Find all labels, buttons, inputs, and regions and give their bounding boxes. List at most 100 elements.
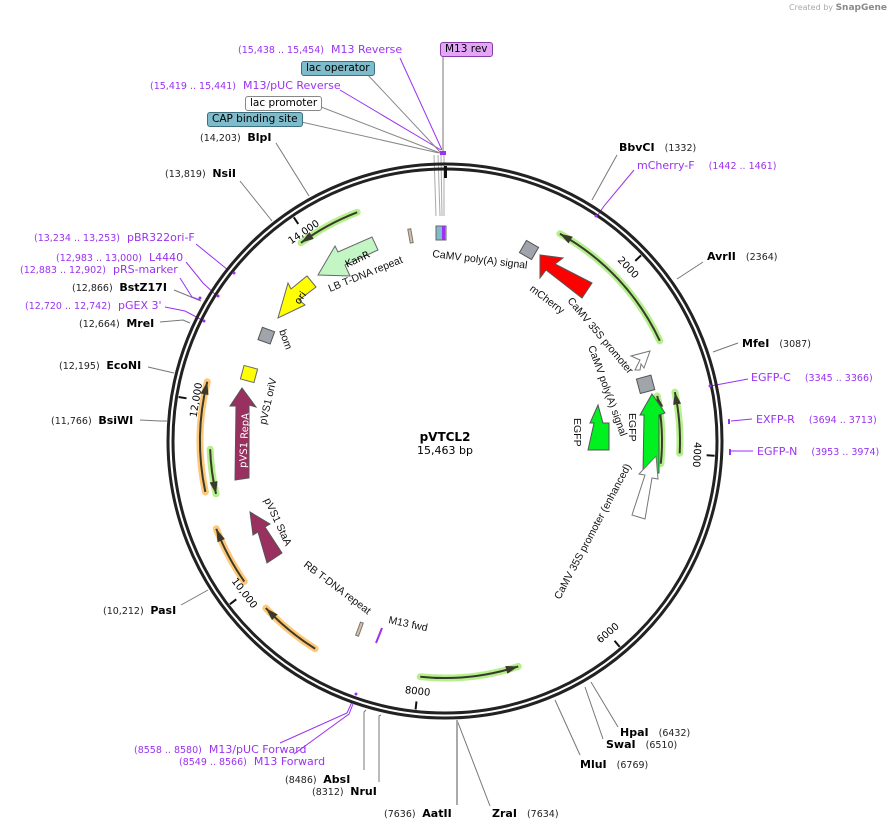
tick-mark xyxy=(292,216,300,225)
enzyme-aatii[interactable]: (7636) AatII xyxy=(384,808,452,821)
p35s-enhanced-arrow xyxy=(631,454,659,520)
m13-rev-region-mark xyxy=(442,226,445,240)
enzyme-name: MfeI xyxy=(742,337,770,350)
primer-range: (12,983 .. 13,000) xyxy=(56,253,142,264)
enzyme-name: EcoNI xyxy=(106,359,142,372)
enzyme-bstz17i[interactable]: (12,866) BstZ17I xyxy=(72,282,167,295)
repa-arrow xyxy=(229,387,258,481)
leader-swai xyxy=(584,686,604,740)
enzyme-avrii[interactable]: AvrII (2364) xyxy=(707,251,778,264)
tick-mark xyxy=(634,254,642,262)
egfp-inner-arrow xyxy=(587,403,610,451)
enzyme-mfei[interactable]: MfeI (3087) xyxy=(742,338,811,351)
feature-cap-binding-site[interactable]: CAP binding site xyxy=(207,112,303,127)
primer-range: (1442 .. 1461) xyxy=(708,161,777,172)
primer-mcherry-f[interactable]: mCherry-F (1442 .. 1461) xyxy=(637,160,776,173)
primer-name: M13 Reverse xyxy=(330,43,403,56)
watermark-created-by: Created by xyxy=(789,3,834,12)
enzyme-nrui[interactable]: (8312) NruI xyxy=(312,786,377,799)
primer-range: (13,234 .. 13,253) xyxy=(34,233,120,244)
staa-arrow xyxy=(249,511,283,564)
leader-lac-operator xyxy=(366,73,442,154)
leader-pasi xyxy=(180,589,209,606)
polya-right-box xyxy=(635,374,656,395)
lb-repeat-mark xyxy=(407,228,414,244)
leader-m13-reverse xyxy=(399,57,443,151)
orf-arc xyxy=(559,232,661,342)
p35s-enhanced-label: CaMV 35S promoter (enhanced) xyxy=(552,462,634,602)
primer-prs-marker[interactable]: (12,883 .. 12,902) pRS-marker xyxy=(20,264,178,277)
primer-name: pGEX 3' xyxy=(117,299,162,312)
enzyme-name: ZraI xyxy=(492,807,517,820)
primer-range: (12,883 .. 12,902) xyxy=(20,265,106,276)
leader-avrii xyxy=(676,261,704,280)
feature-lac-operator[interactable]: lac operator xyxy=(301,61,375,76)
leader-exfp-r xyxy=(730,418,753,422)
egfp-outer-label: EGFP xyxy=(626,413,638,442)
enzyme-name: HpaI xyxy=(620,726,649,739)
enzyme-pos: (1332) xyxy=(664,143,697,154)
plasmid-size: 15,463 bp xyxy=(417,444,473,457)
feature-lac-promoter[interactable]: lac promoter xyxy=(245,96,323,111)
primer-pbr322ori-f[interactable]: (13,234 .. 13,253) pBR322ori-F xyxy=(34,232,195,245)
tick-label: 6000 xyxy=(595,621,622,646)
primer-mark xyxy=(708,384,712,388)
primer-range: (8549 .. 8566) xyxy=(179,757,247,768)
leader-econi xyxy=(147,366,175,374)
backbone-outer xyxy=(166,162,724,720)
tick-label: 4000 xyxy=(690,442,702,468)
enzyme-blpi[interactable]: (14,203) BlpI xyxy=(200,132,271,145)
primer-l4440[interactable]: (12,983 .. 13,000) L4440 xyxy=(56,252,183,265)
primer-range: (15,419 .. 15,441) xyxy=(150,81,236,92)
primer-mark xyxy=(728,419,730,424)
primer-m13-reverse[interactable]: (15,438 .. 15,454) M13 Reverse xyxy=(238,44,402,57)
enzyme-swai[interactable]: SwaI (6510) xyxy=(606,739,677,752)
primer-name: pRS-marker xyxy=(112,263,178,276)
enzyme-pos: (12,866) xyxy=(72,283,113,294)
leader-lac-promoter xyxy=(315,104,441,154)
enzyme-name: NruI xyxy=(350,785,377,798)
leader-prs-marker xyxy=(179,277,201,301)
primer-mark xyxy=(729,449,731,455)
enzyme-name: AbsI xyxy=(323,773,351,786)
enzyme-nsii[interactable]: (13,819) NsiI xyxy=(165,168,236,181)
enzyme-name: NsiI xyxy=(212,167,236,180)
polya-top-box xyxy=(518,239,540,261)
kanr-arrow xyxy=(317,236,379,277)
enzyme-zrai[interactable]: ZraI (7634) xyxy=(492,808,559,821)
primer-pgex3[interactable]: (12,720 .. 12,742) pGEX 3' xyxy=(25,300,162,313)
egfp-inner-label: EGFP xyxy=(571,418,583,447)
bom-box xyxy=(257,326,276,345)
enzyme-hpai[interactable]: HpaI (6432) xyxy=(620,727,690,740)
primer-mark xyxy=(216,294,220,298)
enzyme-absi[interactable]: (8486) AbsI xyxy=(285,774,350,787)
leader-nsii xyxy=(239,180,273,222)
primer-egfp-n[interactable]: EGFP-N (3953 .. 3974) xyxy=(757,446,879,459)
enzyme-pasi[interactable]: (10,212) PasI xyxy=(103,605,176,618)
enzyme-mrei[interactable]: (12,664) MreI xyxy=(79,318,154,331)
leader-m13-puc-reverse xyxy=(339,89,442,151)
enzyme-pos: (7636) xyxy=(384,809,416,820)
primer-mark xyxy=(594,214,598,218)
enzyme-mlui[interactable]: MluI (6769) xyxy=(580,759,648,772)
enzyme-econi[interactable]: (12,195) EcoNI xyxy=(59,360,141,373)
leader-nrui xyxy=(378,714,382,782)
orf-arrowhead xyxy=(673,392,682,405)
oriv-box xyxy=(239,364,259,384)
tick-label: 8000 xyxy=(404,685,430,699)
tick-mark xyxy=(229,598,237,605)
primer-m13-puc-reverse[interactable]: (15,419 .. 15,441) M13/pUC Reverse xyxy=(150,80,341,93)
enzyme-bsiwi[interactable]: (11,766) BsiWI xyxy=(51,415,133,428)
primer-range: (3953 .. 3974) xyxy=(811,447,880,458)
primer-m13-puc-forward[interactable]: (8558 .. 8580) M13/pUC Forward xyxy=(134,744,307,757)
enzyme-pos: (13,819) xyxy=(165,169,206,180)
primer-m13-forward[interactable]: (8549 .. 8566) M13 Forward xyxy=(179,756,325,769)
enzyme-name: AvrII xyxy=(707,250,736,263)
enzyme-name: MluI xyxy=(580,758,607,771)
primer-egfp-c[interactable]: EGFP-C (3345 .. 3366) xyxy=(751,372,873,385)
enzyme-bbvci[interactable]: BbvCI (1332) xyxy=(619,142,696,155)
tick-mark xyxy=(178,396,187,400)
feature-m13-rev[interactable]: M13 rev xyxy=(440,42,493,57)
orf-arrowhead xyxy=(559,233,573,244)
primer-exfp-r[interactable]: EXFP-R (3694 .. 3713) xyxy=(756,414,877,427)
